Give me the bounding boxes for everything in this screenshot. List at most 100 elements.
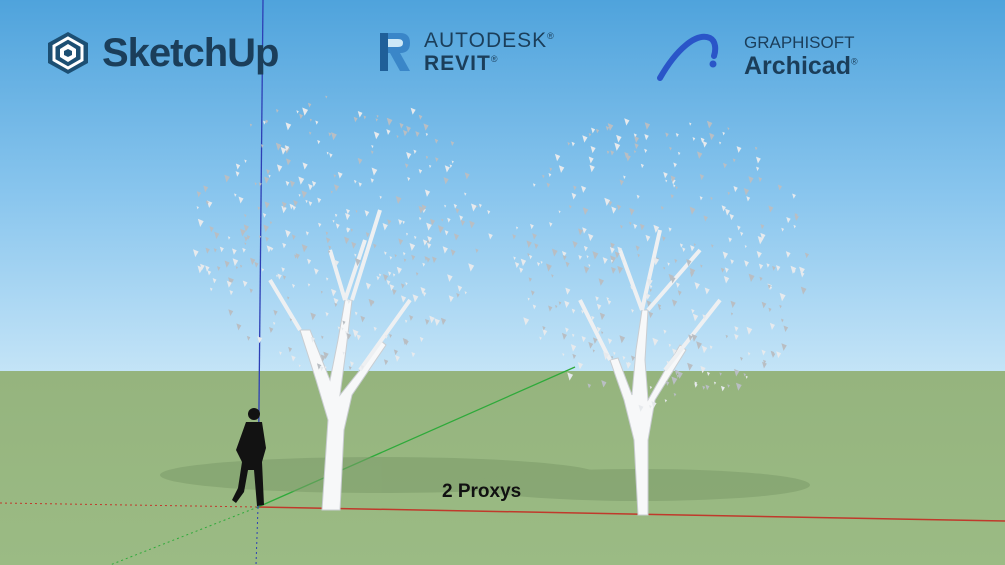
leaf bbox=[519, 267, 524, 274]
leaf bbox=[324, 366, 327, 370]
leaf bbox=[548, 305, 553, 312]
leaf bbox=[532, 304, 537, 310]
leaf bbox=[607, 123, 614, 131]
leaf bbox=[337, 171, 343, 179]
leaf bbox=[396, 266, 402, 275]
leaf bbox=[432, 256, 437, 264]
leaf bbox=[456, 292, 460, 298]
leaf bbox=[249, 288, 253, 294]
leaf bbox=[561, 332, 567, 340]
leaf bbox=[371, 167, 378, 176]
leaf bbox=[598, 278, 604, 286]
leaf bbox=[448, 295, 454, 303]
leaf bbox=[604, 197, 611, 206]
leaf bbox=[520, 258, 527, 267]
leaf bbox=[309, 131, 312, 136]
leaf bbox=[581, 309, 584, 314]
leaf bbox=[426, 240, 430, 244]
tree-proxy-1[interactable] bbox=[192, 95, 493, 511]
leaf bbox=[532, 233, 537, 240]
leaf bbox=[646, 300, 652, 307]
leaf bbox=[603, 351, 609, 360]
leaf bbox=[244, 242, 247, 246]
leaf bbox=[617, 265, 623, 274]
leaf bbox=[596, 326, 601, 333]
leaf bbox=[335, 223, 340, 229]
leaf bbox=[619, 335, 626, 344]
leaf bbox=[677, 290, 682, 296]
leaf bbox=[360, 364, 365, 370]
sketchup-logo-icon bbox=[48, 32, 88, 74]
leaf bbox=[565, 327, 569, 333]
leaf bbox=[270, 247, 274, 252]
leaf bbox=[665, 179, 668, 183]
leaf bbox=[254, 182, 257, 186]
leaf bbox=[527, 297, 530, 301]
leaf bbox=[229, 290, 234, 296]
leaf bbox=[317, 197, 322, 204]
leaf bbox=[412, 294, 419, 303]
leaf bbox=[294, 254, 298, 259]
leaf bbox=[539, 336, 542, 341]
leaf bbox=[424, 256, 428, 261]
leaf bbox=[614, 142, 621, 151]
leaf bbox=[630, 355, 636, 362]
leaf bbox=[235, 171, 240, 177]
person-scale-figure[interactable] bbox=[232, 408, 266, 506]
leaf bbox=[357, 111, 363, 118]
leaf bbox=[325, 237, 331, 244]
leaf bbox=[246, 235, 251, 240]
leaf bbox=[694, 383, 698, 388]
leaf bbox=[281, 201, 287, 209]
leaf bbox=[373, 243, 377, 249]
leaf bbox=[734, 326, 739, 332]
leaf bbox=[254, 261, 259, 268]
leaf bbox=[203, 185, 209, 193]
leaf bbox=[768, 307, 772, 312]
leaf bbox=[515, 226, 519, 230]
leaf bbox=[285, 158, 291, 166]
leaf bbox=[699, 174, 705, 181]
leaf bbox=[551, 274, 554, 278]
leaf bbox=[214, 231, 220, 239]
leaf bbox=[289, 318, 292, 322]
leaf bbox=[674, 369, 679, 376]
leaf bbox=[219, 246, 224, 253]
leaf bbox=[410, 107, 416, 115]
leaf bbox=[546, 263, 552, 272]
leaf bbox=[287, 296, 290, 300]
leaf bbox=[449, 164, 453, 168]
leaf bbox=[414, 235, 417, 240]
leaf bbox=[634, 136, 640, 143]
leaf bbox=[346, 227, 351, 233]
leaf bbox=[586, 255, 589, 259]
leaf bbox=[605, 125, 610, 131]
leaf bbox=[578, 254, 582, 261]
leaf bbox=[571, 192, 577, 200]
sketchup-logo-text: SketchUp bbox=[102, 30, 279, 75]
leaf bbox=[396, 135, 399, 139]
leaf bbox=[344, 236, 350, 245]
leaf bbox=[723, 275, 730, 284]
leaf bbox=[592, 251, 599, 260]
leaf bbox=[689, 271, 694, 278]
leaf bbox=[240, 228, 246, 237]
leaf bbox=[733, 186, 738, 193]
leaf bbox=[398, 219, 403, 226]
leaf bbox=[321, 335, 324, 340]
leaf bbox=[670, 175, 676, 183]
leaf bbox=[670, 194, 674, 199]
leaf bbox=[653, 257, 660, 266]
leaf bbox=[355, 258, 361, 267]
leaf bbox=[227, 236, 231, 240]
leaf bbox=[735, 382, 742, 391]
tree-proxy-2[interactable] bbox=[512, 118, 809, 516]
leaf bbox=[441, 218, 444, 222]
leaf bbox=[418, 114, 423, 120]
leaf bbox=[668, 227, 672, 232]
leaf bbox=[196, 191, 202, 198]
leaf bbox=[589, 164, 595, 173]
archicad-logo-line2: Archicad® bbox=[744, 51, 858, 80]
leaf bbox=[333, 174, 337, 178]
